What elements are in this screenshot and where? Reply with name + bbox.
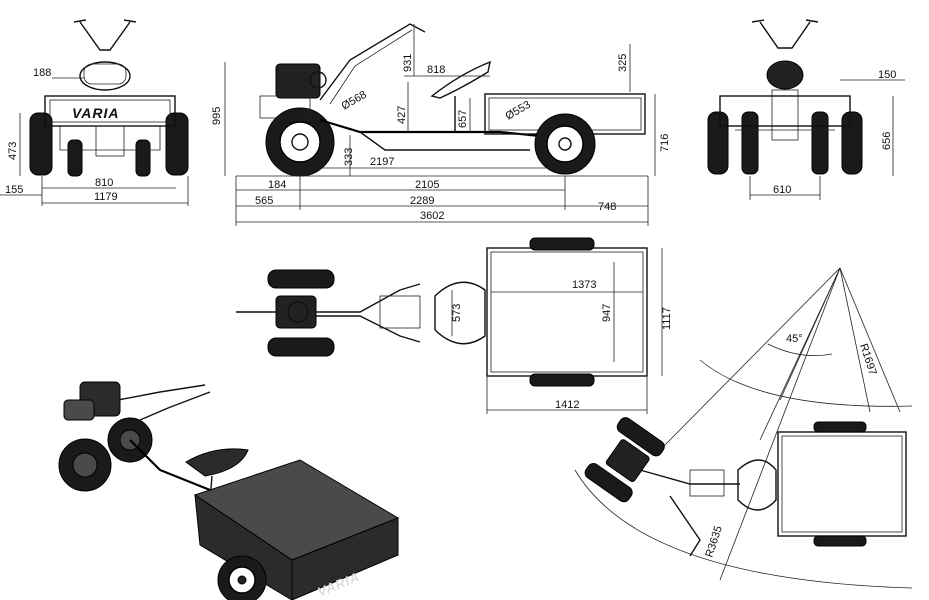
side-dim-995: 995 — [211, 107, 223, 125]
top-dim-1412: 1412 — [555, 399, 579, 411]
rear-dim-656: 656 — [881, 132, 893, 150]
top-tractor-wheel-right — [267, 337, 335, 357]
top-dim-947: 947 — [601, 304, 613, 322]
side-dim-2197: 2197 — [370, 156, 394, 168]
side-seat — [430, 60, 491, 99]
turn-radius-1697: R1697 — [857, 342, 878, 377]
side-dim-184: 184 — [268, 179, 286, 191]
top-dim-573: 573 — [451, 304, 463, 322]
top-dim-1117: 1117 — [661, 307, 673, 330]
perspective-render: VARIA — [58, 381, 400, 600]
side-dim-931: 931 — [402, 54, 414, 72]
front-dim-473: 473 — [7, 142, 19, 160]
side-view: 995 931 818 325 Ø568 427 657 Ø553 716 33… — [211, 23, 671, 226]
render-trailer-box — [291, 517, 399, 600]
rear-right-tire — [841, 111, 863, 175]
front-brand-logo: VARIA — [72, 105, 120, 121]
front-dim-1179: 1179 — [94, 191, 118, 203]
side-dim-427: 427 — [396, 106, 408, 124]
side-dim-3602: 3602 — [420, 210, 444, 222]
rear-view: 150 656 610 — [707, 19, 905, 200]
rear-dim-610: 610 — [773, 184, 791, 196]
front-left-tire — [29, 112, 53, 176]
turn-radius-3635: R3635 — [703, 524, 724, 559]
front-dim-810: 810 — [95, 177, 113, 189]
render-seat — [185, 448, 249, 477]
turning-view: 45° R1697 R3635 — [574, 267, 913, 589]
side-dim-716: 716 — [659, 134, 671, 152]
side-dim-748: 748 — [598, 201, 616, 213]
side-dim-553: Ø553 — [504, 99, 533, 123]
top-trailer-box — [486, 247, 648, 377]
top-tractor-wheel-left — [267, 269, 335, 289]
turn-trailer-box — [777, 431, 907, 537]
side-dim-565: 565 — [255, 195, 273, 207]
side-dim-657: 657 — [457, 110, 469, 128]
side-dim-568: Ø568 — [340, 89, 369, 113]
side-dim-2289: 2289 — [410, 195, 434, 207]
top-seat — [434, 281, 486, 345]
top-view: 1373 947 1117 573 1412 — [236, 237, 673, 414]
side-dim-325: 325 — [617, 54, 629, 72]
side-dim-818: 818 — [427, 64, 445, 76]
front-dim-188: 188 — [33, 67, 51, 79]
rear-left-tire — [707, 111, 729, 175]
top-dim-1373: 1373 — [572, 279, 596, 291]
front-right-tire — [165, 112, 189, 176]
side-dim-333: 333 — [343, 148, 355, 166]
front-dim-155: 155 — [5, 184, 23, 196]
front-view: VARIA 188 473 155 810 1179 — [0, 19, 189, 206]
turn-angle-45: 45° — [786, 333, 803, 345]
rear-dim-150: 150 — [878, 69, 896, 81]
side-engine — [275, 63, 321, 99]
side-dim-2105: 2105 — [415, 179, 439, 191]
